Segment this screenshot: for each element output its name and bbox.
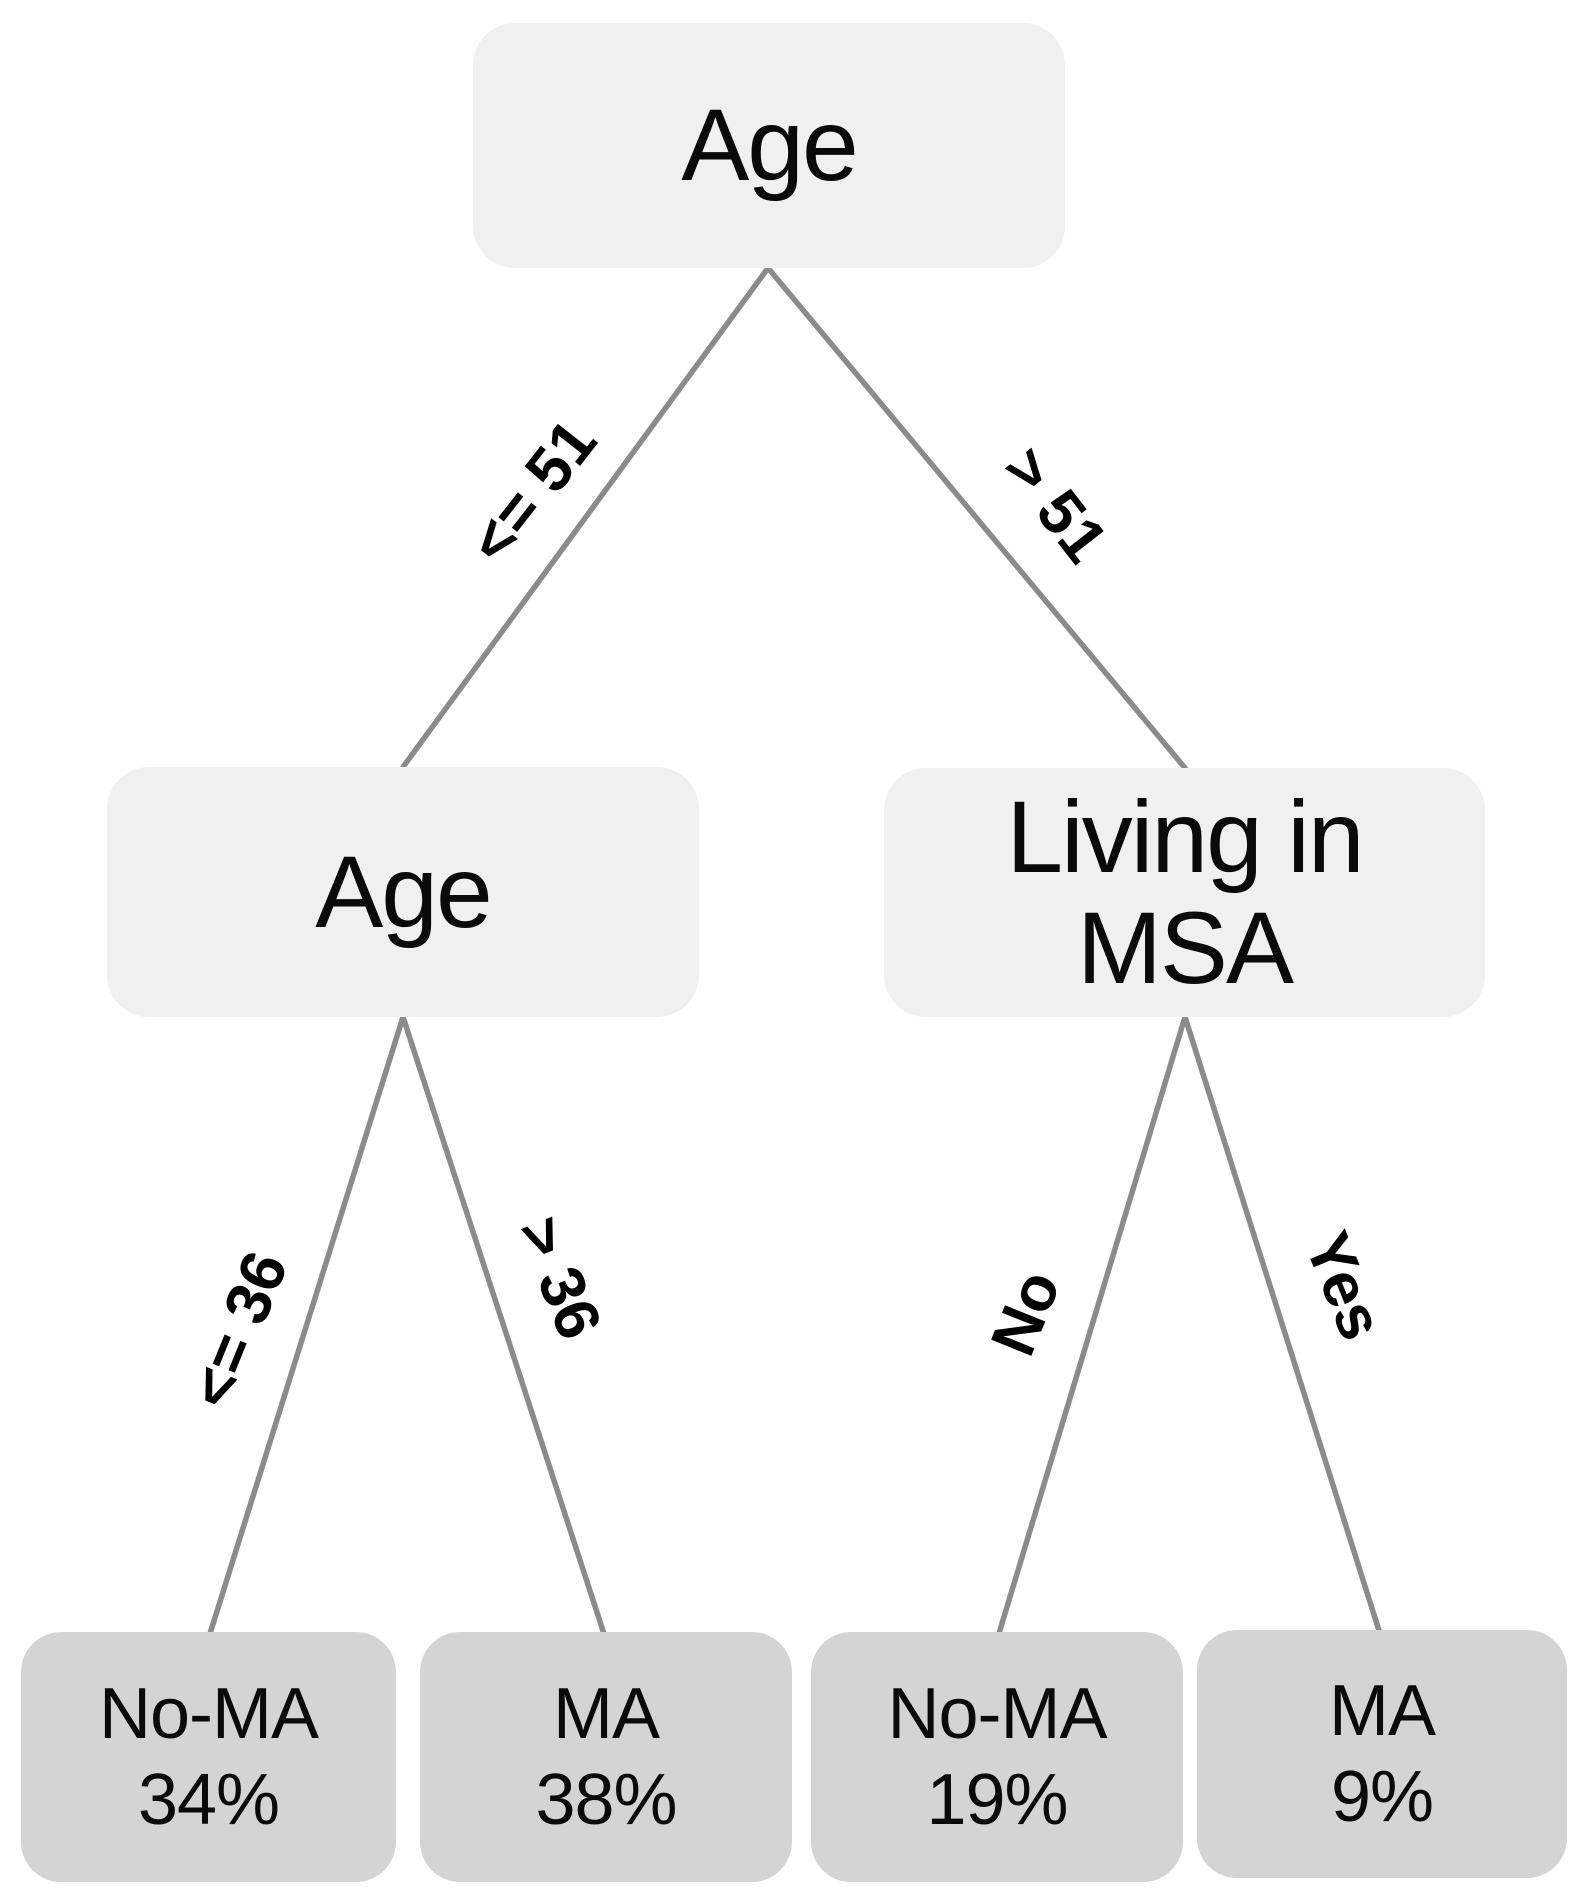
leaf-percentage: 34%	[137, 1760, 280, 1840]
edge-root-to-msa	[765, 265, 1188, 771]
node-label: Age	[315, 834, 492, 949]
edge-age2-to-leaf2	[400, 1014, 609, 1643]
node-age-split-36: Age	[107, 767, 699, 1017]
node-root-age: Age	[473, 23, 1065, 268]
leaf-class-label: No-MA	[98, 1673, 319, 1754]
leaf-percentage: 9%	[1330, 1757, 1434, 1837]
leaf-ma-38: MA 38%	[420, 1632, 792, 1882]
leaf-percentage: 38%	[535, 1760, 677, 1840]
edge-msa-to-leaf4	[1182, 1014, 1385, 1643]
edge-root-to-age2	[400, 265, 771, 770]
leaf-class-label: No-MA	[887, 1673, 1107, 1754]
node-label-line2: MSA	[1076, 890, 1294, 1005]
node-label-line1: Living in	[1006, 780, 1364, 895]
leaf-ma-9: MA 9%	[1197, 1630, 1567, 1878]
edge-msa-to-leaf3	[994, 1014, 1188, 1643]
node-living-in-msa: Living in MSA	[884, 768, 1485, 1017]
leaf-no-ma-34: No-MA 34%	[21, 1632, 396, 1882]
leaf-no-ma-19: No-MA 19%	[811, 1632, 1183, 1882]
leaf-class-label: MA	[1329, 1670, 1436, 1751]
leaf-class-label: MA	[553, 1673, 660, 1754]
leaf-percentage: 19%	[926, 1760, 1068, 1840]
edge-age2-to-leaf1	[205, 1014, 406, 1643]
node-label: Age	[681, 88, 858, 203]
